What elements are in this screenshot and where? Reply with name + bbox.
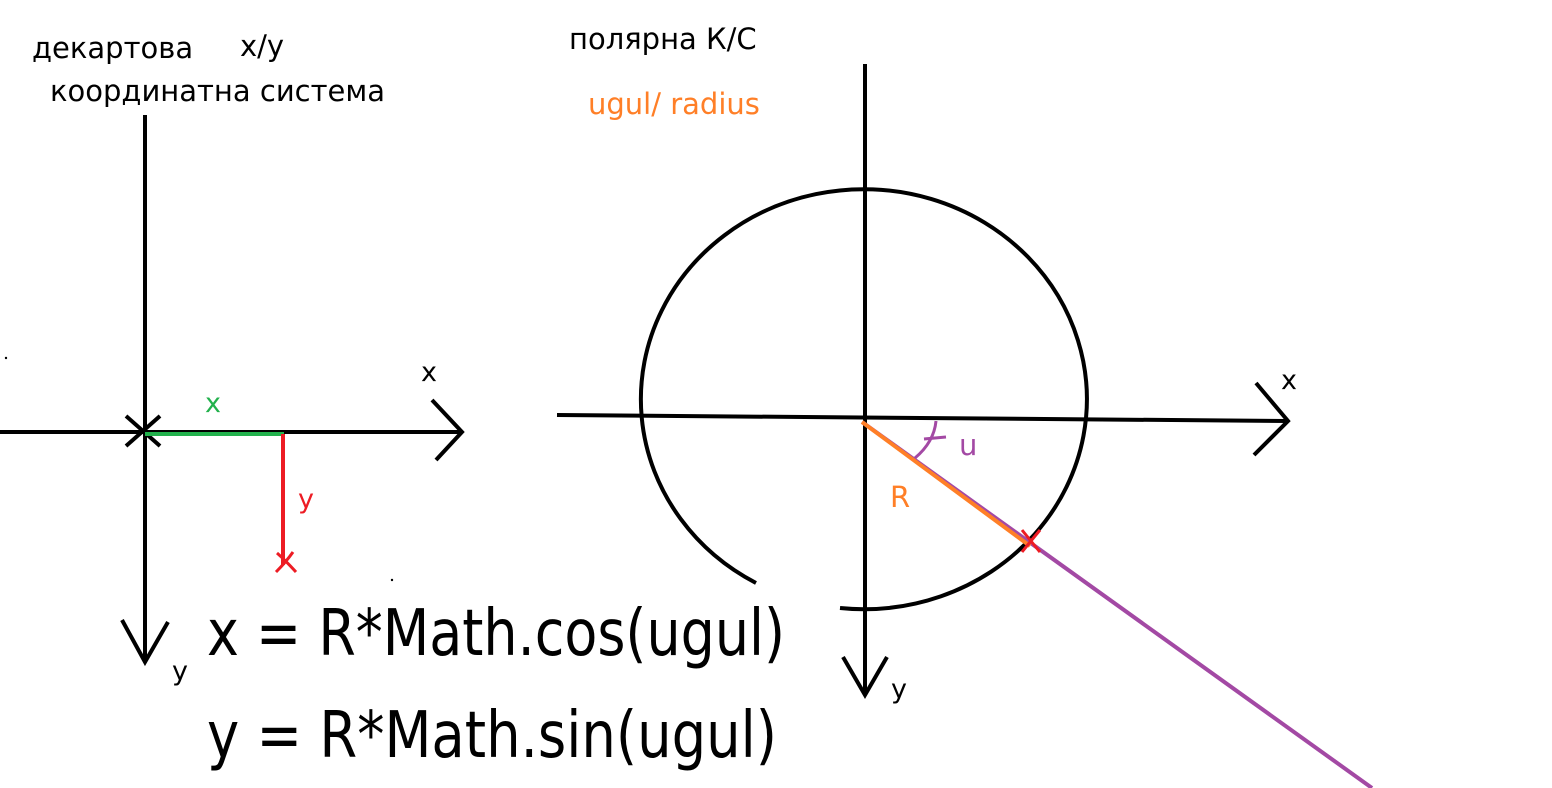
cartesian-system	[0, 115, 465, 667]
cartesian-y-segment-label: y	[298, 484, 314, 515]
cartesian-x-arrowhead	[430, 398, 465, 462]
polar-x-arrowhead	[1252, 381, 1291, 457]
polar-y-axis-label: y	[891, 674, 907, 705]
polar-angle-label: u	[959, 428, 977, 462]
polar-system	[556, 64, 1374, 788]
polar-angle-tick	[923, 435, 947, 441]
polar-angle-arc	[914, 420, 938, 460]
cartesian-point-mark	[274, 551, 298, 574]
stray-dot	[390, 578, 394, 582]
polar-point-mark	[1020, 529, 1042, 553]
polar-title: полярна К/С	[569, 22, 757, 56]
cartesian-x-axis-label: x	[421, 357, 437, 388]
formula-y: y = R*Math.sin(ugul)	[207, 699, 777, 773]
cartesian-origin-mark-2	[124, 414, 162, 448]
cartesian-title-xy: x/y	[240, 29, 284, 63]
polar-subtitle: ugul/ radius	[588, 87, 760, 121]
polar-x-axis	[556, 413, 1289, 423]
cartesian-title-line1: декартова	[32, 31, 193, 65]
polar-radius-segment	[860, 420, 1032, 548]
polar-y-arrowhead	[841, 655, 889, 699]
cartesian-title-line2: координатна система	[50, 74, 385, 108]
formula-x: x = R*Math.cos(ugul)	[207, 597, 785, 671]
cartesian-x-segment-label: x	[205, 388, 221, 419]
polar-radius-label: R	[890, 480, 910, 514]
stray-dot	[4, 356, 8, 360]
cartesian-y-arrowhead	[120, 619, 170, 667]
polar-x-axis-label: x	[1281, 365, 1297, 396]
cartesian-y-axis-label: y	[172, 656, 188, 687]
